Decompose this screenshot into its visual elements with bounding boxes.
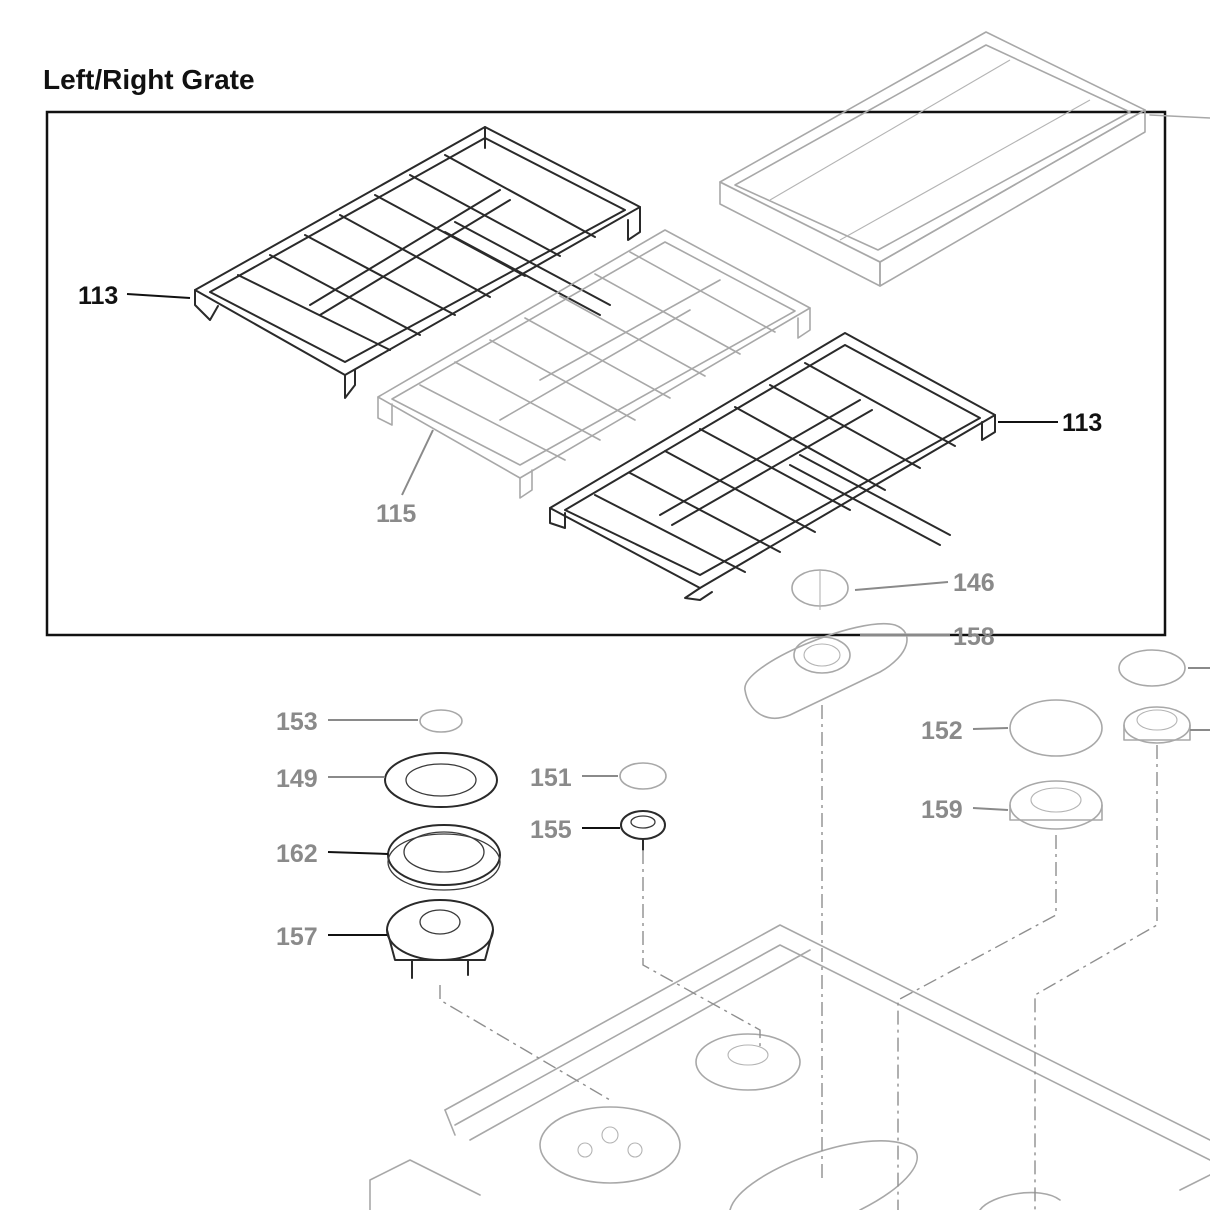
callout-115: 115 bbox=[376, 500, 416, 528]
diagram-title: Left/Right Grate bbox=[43, 64, 255, 95]
cooktop-base-part bbox=[369, 924, 1210, 1210]
callout-159: 159 bbox=[921, 796, 963, 824]
griddle-part bbox=[719, 31, 1210, 287]
callout-158: 158 bbox=[953, 623, 995, 651]
callout-162: 162 bbox=[276, 840, 318, 868]
burner-far-right-part bbox=[1123, 706, 1191, 744]
burner-base-159-part bbox=[1009, 780, 1103, 830]
center-grate-part bbox=[377, 229, 811, 499]
burner-base-157-part bbox=[386, 899, 494, 979]
callout-153: 153 bbox=[276, 708, 318, 736]
assembly-lines bbox=[439, 705, 1158, 1210]
callout-113-right: 113 bbox=[1062, 409, 1102, 437]
cap-far-right-part bbox=[1118, 649, 1186, 687]
callout-152: 152 bbox=[921, 717, 963, 745]
callout-155: 155 bbox=[530, 816, 572, 844]
callout-157: 157 bbox=[276, 923, 318, 951]
oval-burner-158-part bbox=[744, 622, 908, 719]
callout-151: 151 bbox=[530, 764, 572, 792]
grate-highlight-frame bbox=[45, 110, 1167, 637]
cap-151-part bbox=[619, 762, 667, 790]
cap-146-part bbox=[791, 569, 849, 610]
right-grate-part bbox=[549, 332, 996, 601]
burner-cap-152-part bbox=[1009, 699, 1103, 757]
burner-ring-149-part bbox=[384, 752, 498, 808]
callout-149: 149 bbox=[276, 765, 318, 793]
left-grate-part bbox=[194, 126, 641, 399]
burner-head-162-part bbox=[387, 824, 501, 891]
burner-155-part bbox=[620, 810, 666, 851]
burner-cap-153-part bbox=[419, 709, 463, 733]
leader-lines bbox=[126, 293, 1210, 936]
callout-146: 146 bbox=[953, 569, 995, 597]
callout-113-left: 113 bbox=[78, 282, 118, 310]
